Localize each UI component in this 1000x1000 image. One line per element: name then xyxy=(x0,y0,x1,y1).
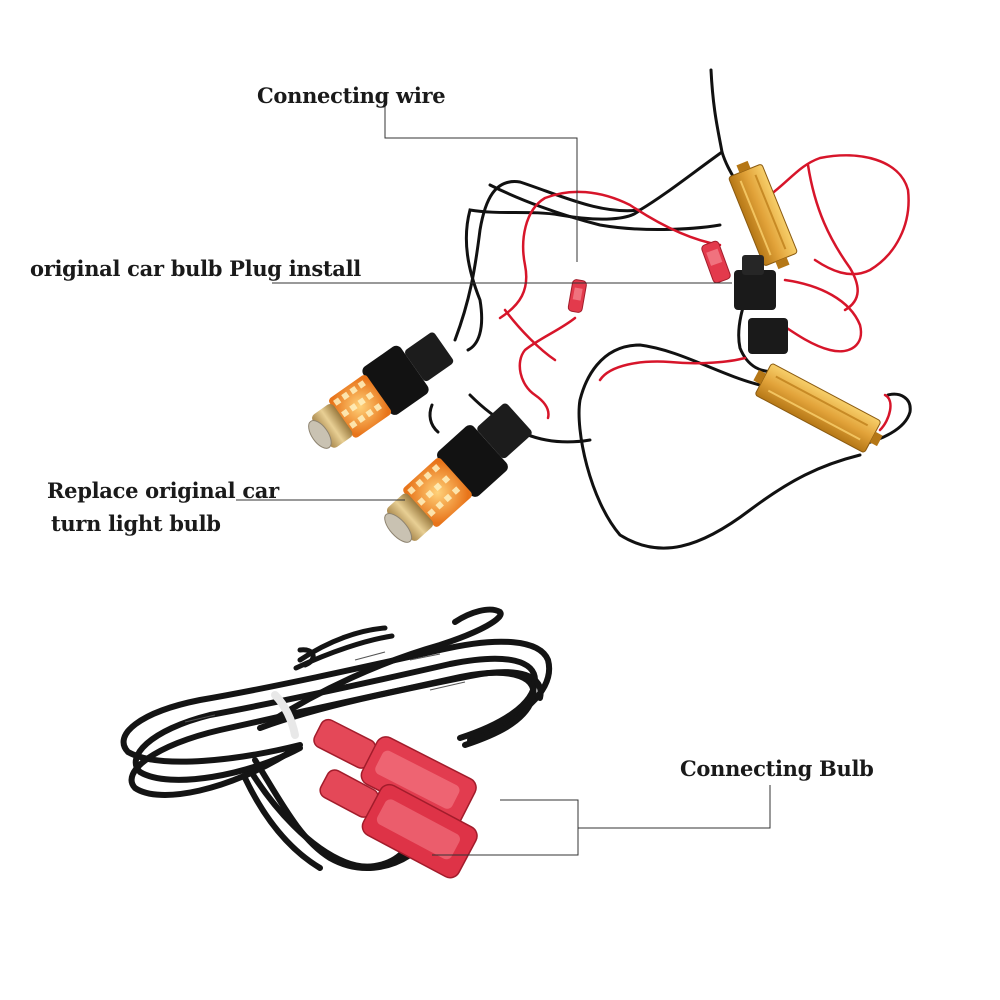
leader-lines xyxy=(236,105,771,856)
bulb-socket-plug xyxy=(734,255,788,354)
wiring-harness-top xyxy=(428,68,912,550)
wire-print-text xyxy=(184,651,466,723)
load-resistor-top xyxy=(728,160,798,270)
label-connecting-bulb: Connecting Bulb xyxy=(680,756,874,781)
label-plug-install: original car bulb Plug install xyxy=(30,256,361,281)
label-replace-bulb-line2: turn light bulb xyxy=(51,511,221,536)
load-resistor-bottom xyxy=(753,363,883,453)
led-turn-bulb-left xyxy=(308,332,454,449)
leader-connecting-wire xyxy=(384,105,578,262)
leader-connecting-bulb-branch xyxy=(432,799,579,856)
spade-connector-bottom xyxy=(313,718,478,879)
label-replace-bulb-line1: Replace original car xyxy=(47,478,279,503)
leader-connecting-bulb xyxy=(578,785,771,829)
cable-tie xyxy=(271,691,299,739)
label-connecting-wire: Connecting wire xyxy=(257,83,446,108)
wire-harness-coil xyxy=(120,606,553,872)
spade-connector-top xyxy=(567,240,731,313)
led-turn-bulb-right xyxy=(384,403,532,543)
